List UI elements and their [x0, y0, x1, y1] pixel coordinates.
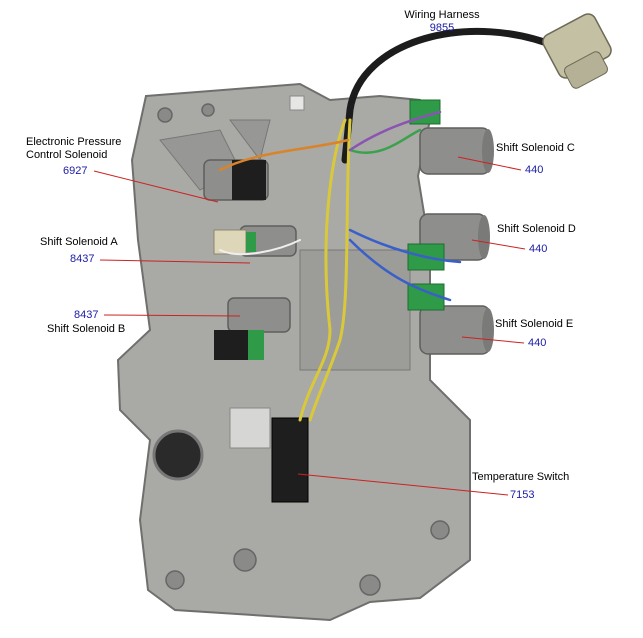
shift-solenoid-d-number: 440 [529, 243, 548, 255]
temperature-switch-number: 7153 [510, 489, 535, 501]
epc-solenoid-number: 6927 [63, 165, 88, 177]
wiring-harness-label: Wiring Harness [404, 9, 480, 21]
temperature-switch-body [271, 417, 309, 503]
leader-line-shift-b [103, 314, 241, 317]
shift-solenoid-e-body [407, 283, 494, 355]
shift-solenoid-e-number: 440 [528, 337, 547, 349]
shift-solenoid-a-number: 8437 [70, 253, 95, 265]
shift-solenoid-b-body [214, 297, 291, 360]
shift-solenoid-e-label: Shift Solenoid E [495, 318, 574, 330]
shift-solenoid-c-label: Shift Solenoid C [496, 142, 575, 154]
leader-line-shift-a [99, 259, 251, 264]
shift-solenoid-c-number: 440 [525, 164, 544, 176]
shift-solenoid-a-body [213, 225, 297, 257]
valve-body-casting [116, 82, 471, 622]
shift-solenoid-b-label: Shift Solenoid B [47, 323, 126, 335]
epc-solenoid-body [203, 159, 269, 201]
shift-solenoid-d-body [407, 213, 490, 271]
leader-line-temp [297, 473, 509, 496]
shift-solenoid-d-label: Shift Solenoid D [497, 223, 576, 235]
shift-solenoid-c-body [409, 99, 494, 175]
leader-line-shift-e [461, 336, 525, 344]
leader-line-epc [93, 170, 219, 203]
shift-solenoid-b-number: 8437 [74, 309, 99, 321]
wiring-harness-number: 9855 [429, 22, 455, 34]
harness-connector [542, 13, 612, 89]
epc-solenoid-label-line2: Control Solenoid [26, 149, 108, 161]
shift-solenoid-a-label: Shift Solenoid A [40, 236, 118, 248]
wiring-harness-body [218, 27, 564, 422]
epc-solenoid-label-line1: Electronic Pressure [26, 136, 122, 148]
leader-line-shift-c [457, 156, 522, 171]
leader-lines [93, 156, 526, 496]
leader-line-shift-d [471, 239, 526, 250]
temperature-switch-label: Temperature Switch [472, 471, 570, 483]
